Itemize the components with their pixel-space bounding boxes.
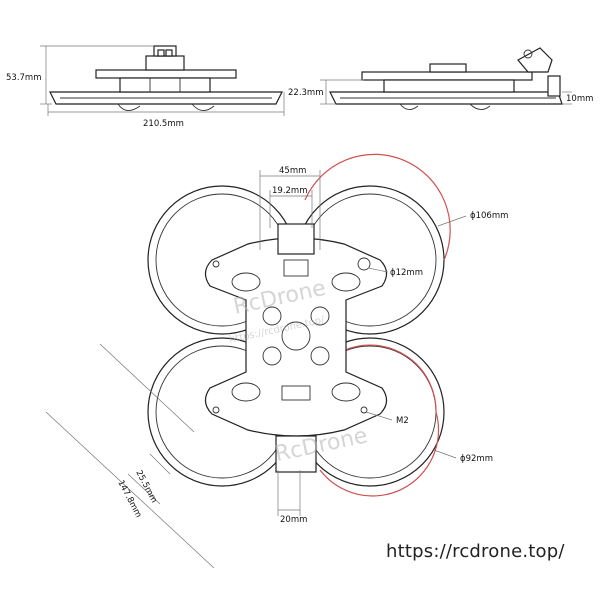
top-inner-label: 19.2mm: [272, 186, 308, 196]
offset-label: 25.5mm: [133, 469, 158, 505]
side-height-label: 22.3mm: [288, 88, 324, 98]
top-width-label: 45mm: [279, 166, 306, 176]
duct-inner-label: ϕ92mm: [460, 454, 493, 464]
screw-label: M2: [396, 416, 409, 426]
side-thickness-label: 10mm: [566, 94, 593, 104]
bottom-width-label: 20mm: [280, 515, 307, 525]
duct-outer-label: ϕ106mm: [470, 211, 508, 221]
duct-outer-highlight: [304, 153, 451, 261]
duct-inner-highlight: [319, 344, 440, 497]
front-view: 53.7mm 210.5mm: [6, 45, 285, 129]
front-width-label: 210.5mm: [143, 119, 184, 129]
hole-size-label: ϕ12mm: [390, 268, 423, 278]
footer-url[interactable]: https://rcdrone.top/: [386, 541, 565, 562]
top-view: 45mm 19.2mm ϕ106mm ϕ12mm M2 ϕ92mm 25.5mm…: [45, 153, 508, 569]
front-height-label: 53.7mm: [6, 73, 42, 83]
side-view: 22.3mm 10mm: [288, 47, 593, 110]
